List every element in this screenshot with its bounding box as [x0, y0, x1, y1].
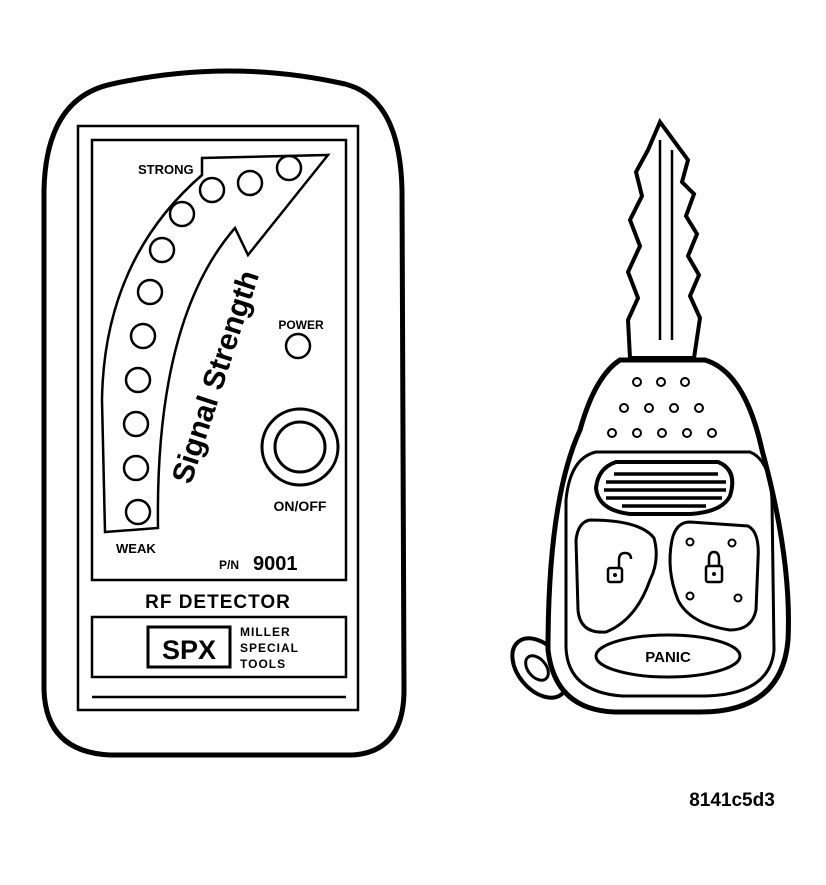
brand-line-2: SPECIAL [240, 641, 299, 655]
panic-label: PANIC [645, 649, 691, 666]
signal-led [124, 366, 152, 394]
grip-dot [644, 403, 654, 413]
grip-dot [632, 428, 642, 438]
signal-led [148, 236, 176, 264]
button-dot [733, 593, 743, 603]
part-number-prefix: P/N [219, 558, 239, 572]
grip-dot [694, 403, 704, 413]
brand-line-1: MILLER [240, 625, 291, 639]
button-dot [727, 538, 737, 548]
signal-led-column [122, 154, 303, 526]
grip-dot [657, 428, 667, 438]
signal-led [236, 169, 264, 197]
lock-button[interactable] [668, 520, 760, 632]
power-led [284, 332, 312, 360]
grip-dot [669, 403, 679, 413]
weak-label: WEAK [116, 541, 156, 556]
rf-detector: STRONG WEAK Signal Strength POWER ON/OFF… [41, 68, 407, 758]
brand-plate [90, 615, 348, 679]
on-off-label: ON/OFF [274, 498, 327, 514]
spx-logo-box [146, 625, 232, 669]
unlock-button[interactable] [574, 518, 658, 634]
grip-dot [632, 377, 642, 387]
unlock-padlock-icon [606, 551, 633, 584]
lock-padlock-icon [704, 550, 724, 584]
button-dot [685, 537, 695, 547]
grip-dot [707, 428, 717, 438]
detector-faceplate [76, 124, 360, 712]
grip-dot [680, 377, 690, 387]
power-label: POWER [278, 318, 324, 332]
fob-keypad [564, 450, 776, 698]
top-button[interactable] [593, 460, 735, 516]
display-window [90, 138, 348, 582]
signal-led [136, 278, 164, 306]
signal-led [198, 176, 226, 204]
button-dot [685, 591, 695, 601]
key-blade [625, 118, 703, 360]
on-off-button[interactable] [273, 420, 327, 474]
figure-id: 8141c5d3 [689, 790, 775, 811]
part-number: 9001 [253, 553, 298, 575]
signal-led [122, 454, 150, 482]
detector-body [41, 68, 407, 758]
key-fob: PANIC [510, 118, 791, 715]
signal-led [168, 200, 196, 228]
signal-led [124, 498, 152, 526]
strong-label: STRONG [138, 162, 194, 177]
grip-dot [607, 428, 617, 438]
grip-dots [607, 377, 717, 438]
grip-dot [682, 428, 692, 438]
spx-logo: SPX [162, 635, 216, 665]
signal-led [122, 410, 150, 438]
brand-line-3: TOOLS [240, 657, 286, 671]
grip-dot [656, 377, 666, 387]
signal-led [275, 154, 303, 182]
signal-led [129, 322, 157, 350]
panic-button[interactable]: PANIC [594, 633, 742, 679]
grip-dot [619, 403, 629, 413]
detector-title: RF DETECTOR [145, 592, 291, 613]
